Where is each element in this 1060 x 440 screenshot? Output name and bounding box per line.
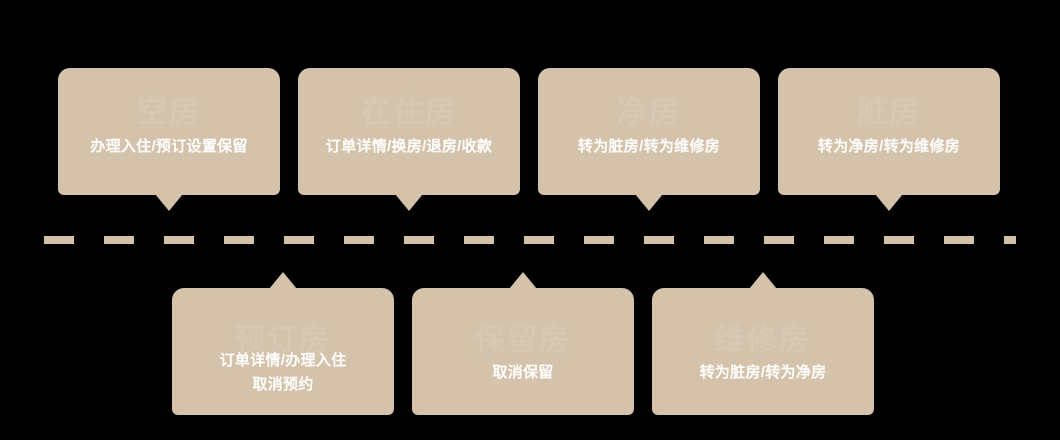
status-card-label: 转为脏房/转为维修房 [577,137,721,155]
status-card-top-1[interactable]: 空房 办理入住/预订设置保留 [58,68,280,211]
divider-dash [1004,236,1016,244]
status-card-top-3[interactable]: 净房 转为脏房/转为维修房 [538,68,760,211]
divider-dash [764,236,794,244]
watermark-text: 在住房 [361,96,457,129]
divider-dash [884,236,914,244]
bubble-tail-down-icon [155,194,183,211]
status-card-top-4[interactable]: 脏房 转为净房/转为维修房 [778,68,1000,211]
status-card-label: 订单详情/换房/退房/收款 [325,137,493,155]
status-card-bottom-2[interactable]: 保留房 取消保留 [412,272,634,415]
divider-dash [704,236,734,244]
status-card-bottom-3[interactable]: 维修房 转为脏房/转为净房 [652,272,874,415]
divider-dash [104,236,134,244]
divider-dash [464,236,494,244]
bubble-tail-up-icon [509,272,537,289]
status-card-label: 转为脏房/转为净房 [699,363,827,381]
bubble-tail-down-icon [395,194,423,211]
watermark-text: 空房 [137,96,201,129]
status-card-label: 办理入住/预订设置保留 [90,137,248,155]
divider-dash [404,236,434,244]
divider-dash [44,236,74,244]
watermark-text: 脏房 [857,96,921,129]
divider-dash [524,236,554,244]
divider-dash [284,236,314,244]
status-card-label: 取消保留 [492,363,554,381]
watermark-text: 维修房 [715,324,811,357]
divider-dash [224,236,254,244]
bubble-tail-down-icon [635,194,663,211]
divider-dash [584,236,614,244]
divider-dash [164,236,194,244]
status-card-label: 订单详情/办理入住 取消预约 [219,351,347,393]
status-card-top-2[interactable]: 在住房 订单详情/换房/退房/收款 [298,68,520,211]
divider-dash [344,236,374,244]
status-card-bottom-1[interactable]: 预订房 订单详情/办理入住 取消预约 [172,272,394,415]
watermark-text: 净房 [617,96,681,129]
watermark-text: 保留房 [475,324,571,357]
bubble-tail-down-icon [875,194,903,211]
divider-dash [944,236,974,244]
status-divider [44,236,1016,244]
status-card-label: 转为净房/转为维修房 [817,137,961,155]
divider-dash [644,236,674,244]
bubble-tail-up-icon [749,272,777,289]
divider-dash [824,236,854,244]
bubble-tail-up-icon [269,272,297,289]
